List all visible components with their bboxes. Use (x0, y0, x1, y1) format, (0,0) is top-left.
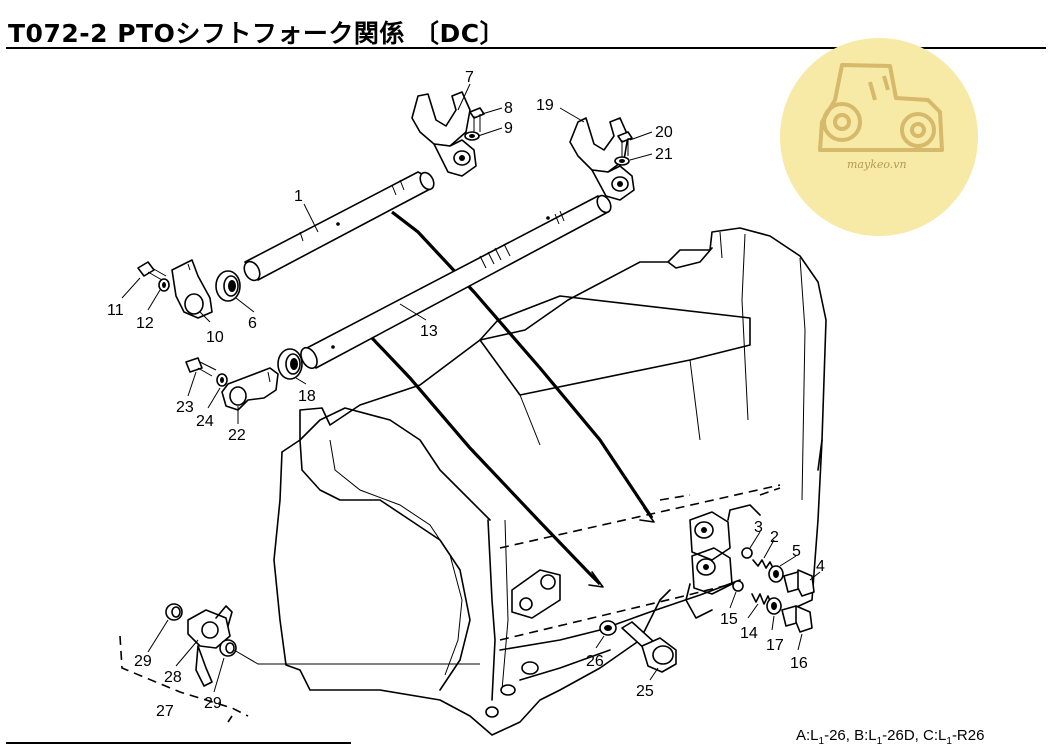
spring-part-14 (751, 593, 773, 607)
part-label-19: 19 (536, 97, 554, 114)
bolt-part-23 (185, 357, 217, 377)
part-label-5: 5 (792, 543, 801, 560)
watermark: maykeo.vn (780, 38, 978, 236)
model-applicability-note: A:L1-26, B:L1-26D, C:L1-R26 (796, 727, 985, 747)
part-label-28: 28 (164, 669, 182, 686)
part-label-24: 24 (196, 413, 214, 430)
assembly-arrow-shaft-1 (391, 210, 654, 519)
transmission-case (273, 227, 827, 736)
part-label-11: 11 (107, 302, 124, 319)
ball-part-15 (732, 580, 744, 592)
shaft-part-13 (300, 194, 612, 370)
part-label-18: 18 (298, 388, 316, 405)
lever-link-line (233, 649, 480, 665)
washer-part-12 (158, 278, 170, 292)
part-label-29-left: 29 (134, 653, 152, 670)
washer-part-26 (599, 620, 617, 636)
shift-fork-part-19 (569, 117, 635, 201)
lever-assembly-part-27 (119, 635, 249, 723)
part-label-29-right: 29 (204, 695, 222, 712)
tractor-icon (818, 63, 944, 152)
assembly-arrow-shaft-1-head (639, 507, 655, 523)
part-label-2: 2 (770, 529, 779, 546)
part-label-17: 17 (766, 637, 784, 654)
bushing-part-29-left (165, 603, 183, 621)
part-label-21: 21 (655, 146, 673, 163)
part-label-25: 25 (636, 683, 654, 700)
plug-part-4 (783, 569, 815, 597)
part-label-27: 27 (156, 703, 174, 720)
leader-lines (121, 83, 821, 693)
part-label-14: 14 (740, 625, 758, 642)
washer-part-5 (768, 565, 784, 583)
bolt-part-20 (617, 131, 633, 158)
bracket-part-10 (171, 259, 213, 319)
oil-seal-part-18 (277, 348, 303, 380)
bolt-part-8 (469, 107, 485, 134)
part-label-4: 4 (816, 558, 825, 575)
oil-seal-part-6 (215, 270, 241, 302)
washer-part-9 (464, 131, 480, 141)
part-label-9: 9 (504, 120, 513, 137)
watermark-text: maykeo.vn (847, 158, 907, 171)
washer-part-21 (614, 156, 630, 166)
plug-part-16 (781, 605, 813, 633)
part-label-3: 3 (754, 519, 763, 536)
shaft-part-1 (243, 171, 435, 282)
part-label-26: 26 (586, 653, 604, 670)
part-label-16: 16 (790, 655, 808, 672)
part-label-23: 23 (176, 399, 194, 416)
part-label-10: 10 (206, 329, 224, 346)
part-label-13: 13 (420, 323, 438, 340)
spring-part-2 (752, 559, 775, 571)
bottom-rule (6, 742, 351, 744)
title-underline (6, 47, 1046, 49)
bracket-part-22 (221, 367, 279, 411)
part-label-7: 7 (465, 69, 474, 86)
axis-line-lower (499, 581, 741, 641)
part-labels: 1 7 8 9 19 20 21 11 12 10 6 13 23 24 22 … (107, 69, 825, 720)
bushing-part-29-right (219, 639, 237, 657)
part-label-1: 1 (294, 188, 303, 205)
shift-fork-part-7 (411, 91, 477, 177)
axis-line-upper (499, 484, 781, 549)
ball-part-3 (741, 547, 753, 559)
washer-part-17 (766, 597, 782, 615)
part-label-8: 8 (504, 100, 513, 117)
bolt-part-11 (137, 261, 167, 281)
part-label-12: 12 (136, 315, 154, 332)
assembly-arrow-shaft-13-head (588, 571, 604, 588)
washer-part-24 (216, 373, 228, 387)
assembly-arrow-shaft-13 (370, 336, 602, 586)
part-label-15: 15 (720, 611, 738, 628)
part-label-20: 20 (655, 124, 673, 141)
part-label-22: 22 (228, 427, 246, 444)
page-title: T072-2 PTOシフトフォーク関係 〔DC〕 (8, 19, 506, 48)
part-label-6: 6 (248, 315, 257, 332)
pin-part-25 (621, 621, 677, 673)
watermark-circle (780, 38, 978, 236)
